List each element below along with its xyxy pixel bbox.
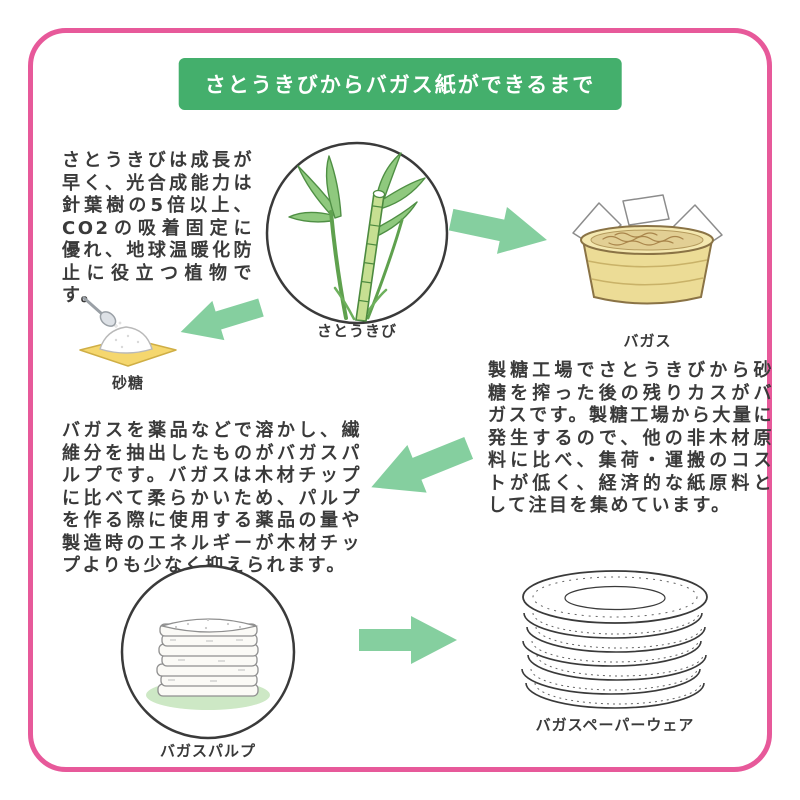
flow-arrow-sugarcane-to-bagasse-icon — [443, 192, 556, 268]
paperware-label: バガスペーパーウェア — [535, 716, 695, 734]
bagasse-illustration-icon — [565, 183, 730, 323]
sugarcane-label: さとうきび — [316, 322, 397, 340]
bagasse-description: 製糖工場でさとうきびから砂糖を搾った後の残りカスがバガスです。製糖工場から大量に… — [488, 360, 774, 516]
sugar-label: 砂糖 — [111, 374, 144, 392]
pulp-description: バガスを薬品などで溶かし、繊維分を抽出したものがバガスパルプです。バガスは木材チ… — [62, 420, 362, 576]
flow-arrow-pulp-to-paperware-icon — [336, 612, 482, 668]
sugar-illustration-icon — [72, 292, 184, 372]
page-title: さとうきびからバガス紙ができるまで — [178, 58, 622, 110]
pulp-illustration-icon — [118, 562, 298, 742]
paperware-illustration-icon — [505, 565, 725, 715]
sugarcane-description: さとうきびは成長が早く、光合成能力は針葉樹の5倍以上、CO2の吸着固定に優れ、地… — [62, 150, 254, 306]
sugarcane-illustration-icon — [262, 138, 452, 328]
pulp-label: バガスパルプ — [159, 742, 256, 760]
flow-arrow-bagasse-to-pulp-icon — [351, 417, 487, 518]
flow-arrow-sugarcane-to-sugar-icon — [170, 284, 270, 356]
bagasse-label: バガス — [623, 332, 672, 350]
